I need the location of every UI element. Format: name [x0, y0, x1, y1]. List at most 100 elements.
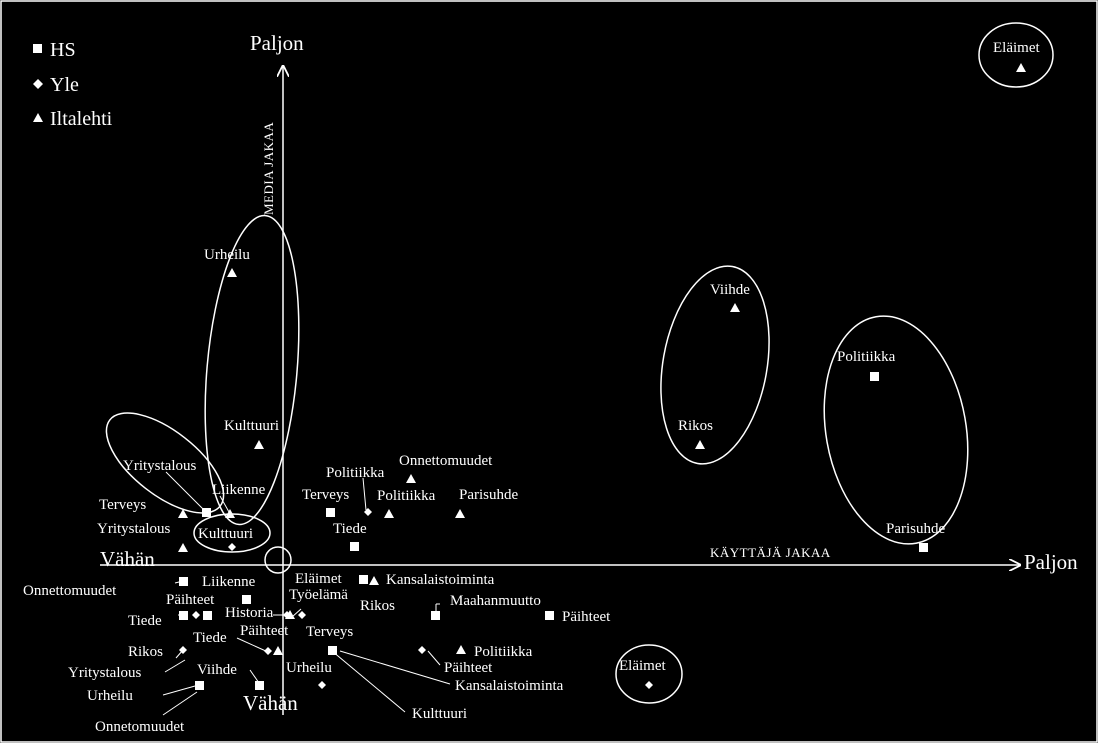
- label-paihteet-hs: Päihteet: [166, 592, 215, 608]
- point-hs-viihde: [255, 681, 264, 690]
- cluster-elaimet-yle: [615, 644, 683, 704]
- cluster-origin: [264, 546, 292, 574]
- legend-iltalehti-label: Iltalehti: [50, 108, 113, 130]
- point-il-politiikka-2: [456, 645, 466, 654]
- label-rikos-yle: Rikos: [360, 598, 395, 614]
- point-hs-tiede: [350, 542, 359, 551]
- label-parisuhde-hs: Parisuhde: [886, 521, 946, 537]
- label-liikenne-hs: Liikenne: [202, 574, 256, 590]
- cluster-politiikka-parisuhde: [823, 315, 969, 545]
- point-il-viihde: [730, 303, 740, 312]
- point-il-onnettomuudet: [406, 474, 416, 483]
- label-kulttuuri-il: Kulttuuri: [224, 418, 279, 434]
- label-urheilu-hs: Urheilu: [87, 688, 133, 704]
- legend-square-icon: [33, 44, 42, 53]
- label-onnettomuudet-hs: Onnettomuudet: [23, 583, 117, 599]
- point-il-terveys: [178, 509, 188, 518]
- data-markers: [178, 63, 1026, 690]
- label-liikenne-il: Liikenne: [212, 482, 266, 498]
- point-il-kansalaistoiminta: [369, 576, 379, 585]
- label-paihteet-hs-2: Päihteet: [562, 609, 611, 625]
- point-hs-politiikka: [870, 372, 879, 381]
- point-labels: Urheilu Kulttuuri Yritystalous Liikenne …: [23, 40, 1040, 735]
- point-il-elaimet: [1016, 63, 1026, 72]
- point-hs-paihteet-2: [545, 611, 554, 620]
- point-il-parisuhde: [455, 509, 465, 518]
- label-elaimet-hs: Eläimet: [295, 571, 342, 587]
- point-yle-kulttuuri: [228, 543, 236, 551]
- label-terveys-hs-2: Terveys: [306, 624, 353, 640]
- label-tiede-hs-2: Tiede: [128, 613, 162, 629]
- point-yle-elaimet: [645, 681, 653, 689]
- cluster-ellipses: [105, 22, 1054, 704]
- point-il-urheilu: [227, 268, 237, 277]
- label-kansalaistoiminta-il: Kansalaistoiminta: [386, 572, 495, 588]
- label-paihteet-il: Päihteet: [240, 623, 289, 639]
- label-elaimet-il: Eläimet: [993, 40, 1040, 56]
- label-onnettomuudet-il: Onnettomuudet: [399, 453, 493, 469]
- point-hs-tiede-2: [179, 611, 188, 620]
- label-parisuhde-il: Parisuhde: [459, 487, 519, 503]
- label-maahanmuutto-hs: Maahanmuutto: [450, 593, 541, 609]
- point-hs-onnettomuudet: [179, 577, 188, 586]
- point-il-tyoelama: [285, 610, 295, 619]
- point-hs-liikenne: [242, 595, 251, 604]
- label-kulttuuri-hs: Kulttuuri: [412, 706, 467, 722]
- x-axis-title: KÄYTTÄJÄ JAKAA: [710, 545, 831, 560]
- point-il-liikenne: [225, 509, 235, 518]
- point-hs-parisuhde: [919, 543, 928, 552]
- point-yle-politiikka: [364, 508, 372, 516]
- label-politiikka-yle: Politiikka: [326, 465, 385, 481]
- label-historia-yle: Historia: [225, 605, 274, 621]
- label-urheilu-yle: Urheilu: [286, 660, 332, 676]
- point-il-rikos: [695, 440, 705, 449]
- label-politiikka-hs: Politiikka: [837, 349, 896, 365]
- label-politiikka-il-2: Politiikka: [474, 644, 533, 660]
- point-yle-rikos-2: [179, 646, 187, 654]
- legend-hs-label: HS: [50, 39, 76, 61]
- point-hs-terveys-2: [328, 646, 337, 655]
- point-hs-yritystalous: [202, 508, 211, 517]
- point-hs-terveys: [326, 508, 335, 517]
- legend: HS Yle Iltalehti: [33, 39, 113, 130]
- cluster-viihde-rikos: [660, 265, 770, 465]
- label-onnetomuudet-hs: Onnetomuudet: [95, 719, 185, 735]
- label-terveys-il: Terveys: [99, 497, 146, 513]
- y-axis-title: MEDIA JAKAA: [261, 122, 276, 215]
- label-terveys-hs: Terveys: [302, 487, 349, 503]
- label-viihde-il: Viihde: [710, 282, 750, 298]
- point-yle-rikos: [298, 611, 306, 619]
- label-politiikka-il: Politiikka: [377, 488, 436, 504]
- point-il-yritystalous: [178, 543, 188, 552]
- label-urheilu-il: Urheilu: [204, 247, 250, 263]
- point-hs-paihteet: [203, 611, 212, 620]
- point-il-paihteet: [273, 646, 283, 655]
- point-yle-yritystalous: [196, 682, 204, 690]
- point-yle-urheilu: [318, 681, 326, 689]
- legend-triangle-icon: [33, 113, 43, 122]
- point-hs-elaimet: [359, 575, 368, 584]
- point-il-kulttuuri: [254, 440, 264, 449]
- cluster-elaimet-il: [978, 22, 1054, 88]
- point-yle-tiede: [264, 647, 272, 655]
- cluster-yritystalous: [105, 412, 225, 514]
- label-yritystalous-yle: Yritystalous: [68, 665, 141, 681]
- point-yle-paihteet-2: [418, 646, 426, 654]
- x-low-label: Vähän: [100, 547, 155, 571]
- label-viihde-hs: Viihde: [197, 662, 237, 678]
- y-low-label: Vähän: [243, 691, 298, 715]
- y-high-label: Paljon: [250, 31, 304, 55]
- point-yle-paihteet: [192, 611, 200, 619]
- label-kulttuuri-yle: Kulttuuri: [198, 526, 253, 542]
- label-rikos-yle-2: Rikos: [128, 644, 163, 660]
- x-high-label: Paljon: [1024, 550, 1078, 574]
- label-yritystalous-hs: Yritystalous: [123, 458, 196, 474]
- point-il-politiikka: [384, 509, 394, 518]
- label-paihteet-yle: Päihteet: [444, 660, 493, 676]
- label-tyoelama-il: Työelämä: [289, 587, 348, 603]
- legend-yle-label: Yle: [50, 74, 79, 96]
- cluster-urheilu-kulttuuri: [204, 214, 300, 526]
